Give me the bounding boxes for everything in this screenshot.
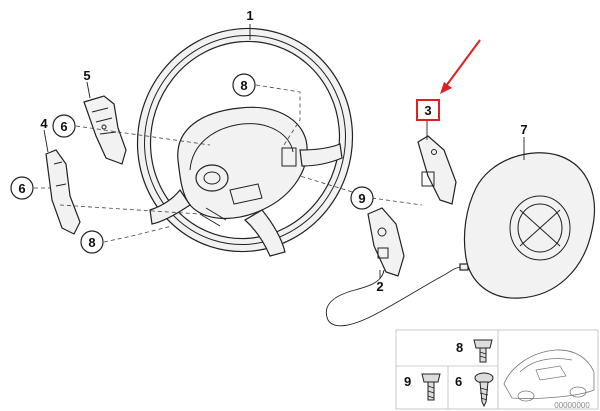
part-label-9: 9 xyxy=(350,186,374,210)
bolt-8-icon xyxy=(473,339,493,363)
legend-label-8: 8 xyxy=(456,340,463,355)
svg-text:6: 6 xyxy=(18,181,25,196)
solid-leaders xyxy=(43,24,525,278)
screw-6-icon xyxy=(474,372,494,408)
button-cover-3 xyxy=(417,135,457,205)
steering-wheel xyxy=(136,27,354,257)
bolt-9-icon xyxy=(421,373,441,401)
part-label-4: 4 xyxy=(40,116,48,131)
vehicle-silhouette-icon xyxy=(503,349,595,402)
grip-cover-4 xyxy=(45,149,81,235)
legend-label-9: 9 xyxy=(404,374,411,389)
svg-text:6: 6 xyxy=(60,119,67,134)
part-label-1: 1 xyxy=(246,8,253,23)
airbag-module-7 xyxy=(463,152,596,299)
part-label-6-lower: 6 xyxy=(10,176,34,200)
footer-code: 00000000 xyxy=(554,401,590,410)
dashed-leaders xyxy=(34,84,423,243)
multifunction-switch-2 xyxy=(326,207,469,327)
svg-text:8: 8 xyxy=(88,235,95,250)
highlight-arrow xyxy=(440,39,481,94)
fastener-legend: 8 9 6 00000000 xyxy=(395,329,599,410)
svg-text:9: 9 xyxy=(358,191,365,206)
part-label-2: 2 xyxy=(376,279,383,294)
part-label-8-top: 8 xyxy=(232,73,256,97)
part-label-7: 7 xyxy=(520,122,527,137)
part-label-8-bottom: 8 xyxy=(80,230,104,254)
part-label-3-highlighted: 3 xyxy=(416,99,440,121)
part-label-6-upper: 6 xyxy=(52,114,76,138)
legend-label-6: 6 xyxy=(455,374,462,389)
part-label-5: 5 xyxy=(83,68,90,83)
svg-text:3: 3 xyxy=(424,103,431,118)
svg-text:8: 8 xyxy=(240,78,247,93)
